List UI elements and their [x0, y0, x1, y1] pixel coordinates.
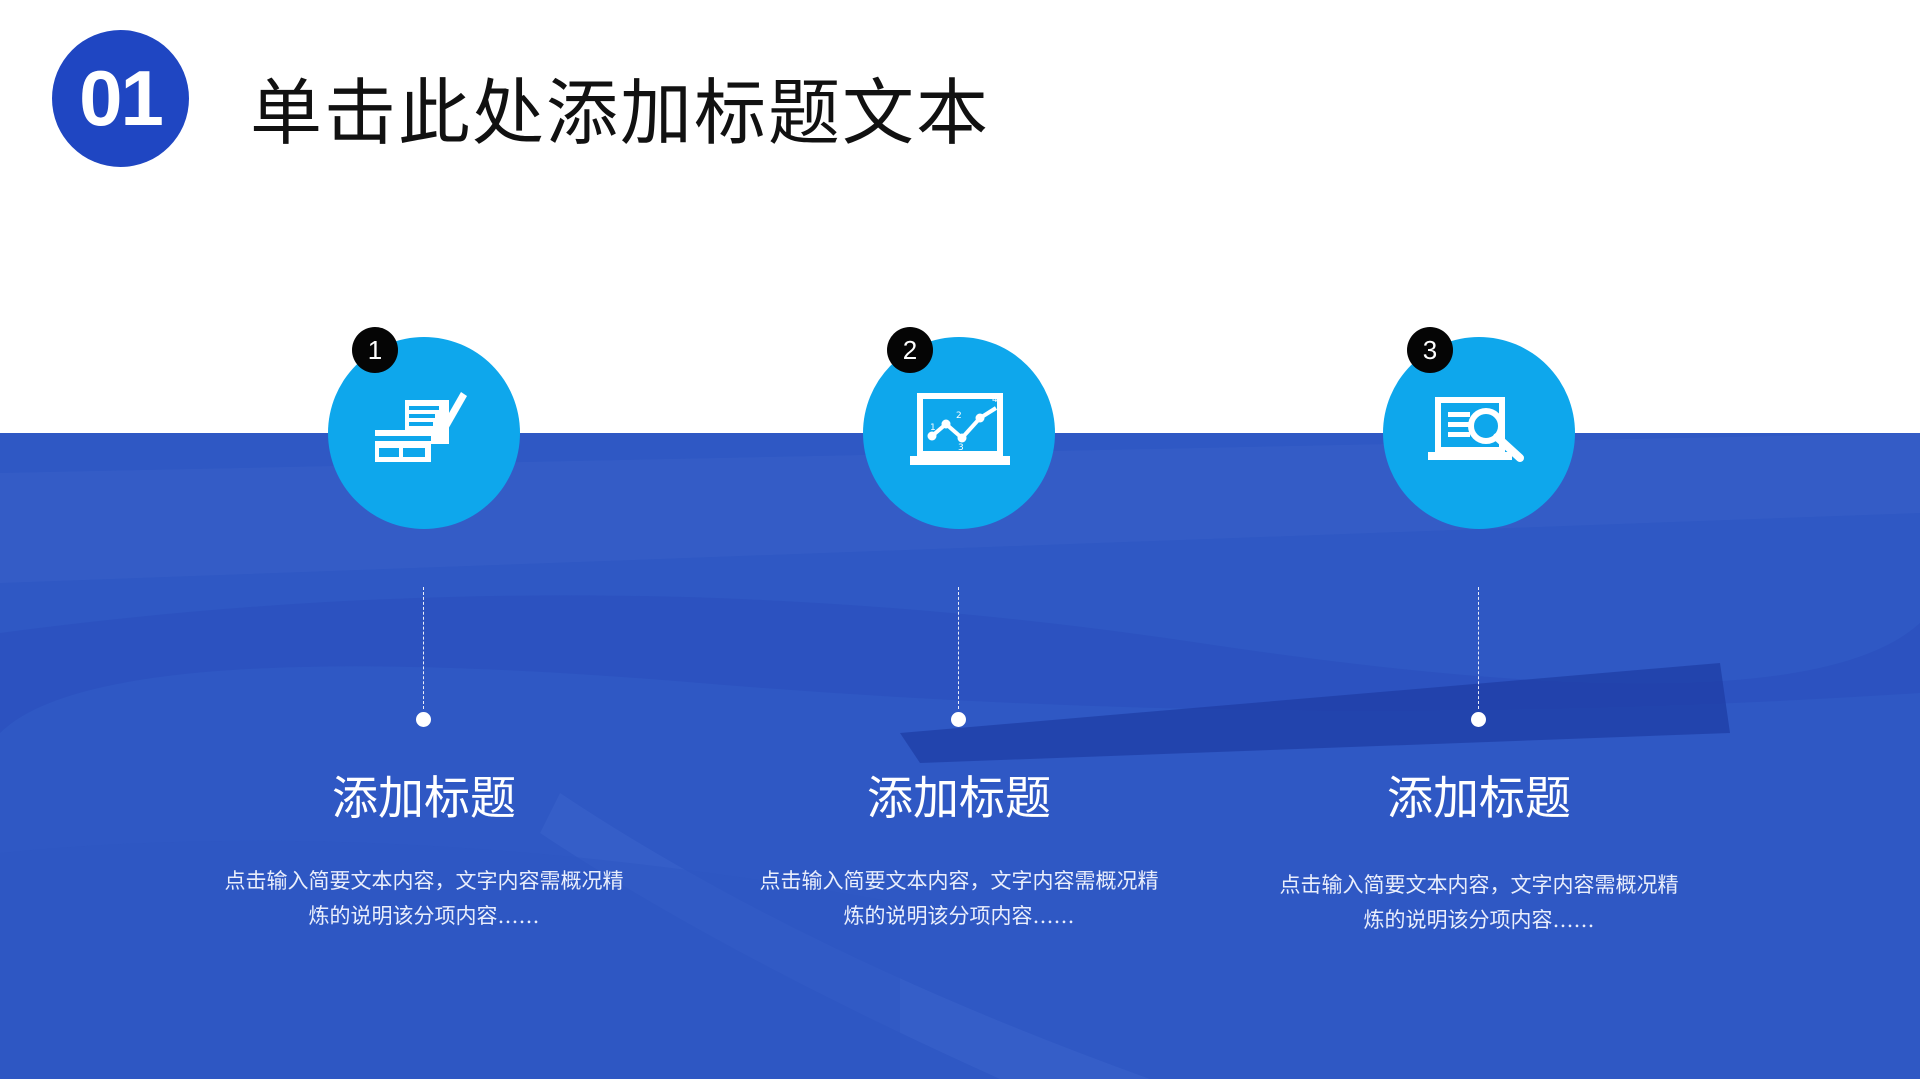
step-1-dot	[416, 712, 431, 727]
step-2-description[interactable]: 点击输入简要文本内容，文字内容需概况精炼的说明该分项内容……	[759, 869, 1159, 928]
step-3-circle	[1383, 337, 1575, 529]
step-1-description[interactable]: 点击输入简要文本内容，文字内容需概况精炼的说明该分项内容……	[224, 869, 624, 928]
step-3-connector-line	[1478, 587, 1479, 709]
step-1-title[interactable]: 添加标题	[332, 771, 516, 825]
laptop-line-chart-icon: 1 2 3 4	[910, 393, 1010, 465]
step-3-dot	[1471, 712, 1486, 727]
laptop-search-icon	[1428, 397, 1524, 462]
step-2-circle: 1 2 3 4	[863, 337, 1055, 529]
step-1-circle	[328, 337, 520, 529]
section-number-badge: 01	[52, 30, 189, 167]
background-band	[0, 433, 1920, 1079]
chart-label-1: 1	[930, 423, 936, 433]
step-1-connector-line	[423, 587, 424, 709]
document-pen-icon	[375, 392, 467, 462]
chart-label-3: 3	[958, 443, 964, 453]
step-1-number-badge: 1	[352, 327, 398, 373]
step-2-connector-line	[958, 587, 959, 709]
step-3-number-badge: 3	[1407, 327, 1453, 373]
step-2-dot	[951, 712, 966, 727]
step-2-title[interactable]: 添加标题	[867, 771, 1051, 825]
chart-label-2: 2	[956, 411, 962, 421]
chart-label-4: 4	[992, 395, 998, 405]
background-photo-overlay	[0, 433, 1920, 1079]
step-3-title[interactable]: 添加标题	[1387, 771, 1571, 825]
step-3-description[interactable]: 点击输入简要文本内容，文字内容需概况精炼的说明该分项内容……	[1279, 873, 1679, 932]
page-title[interactable]: 单击此处添加标题文本	[250, 71, 991, 155]
step-2-number-badge: 2	[887, 327, 933, 373]
